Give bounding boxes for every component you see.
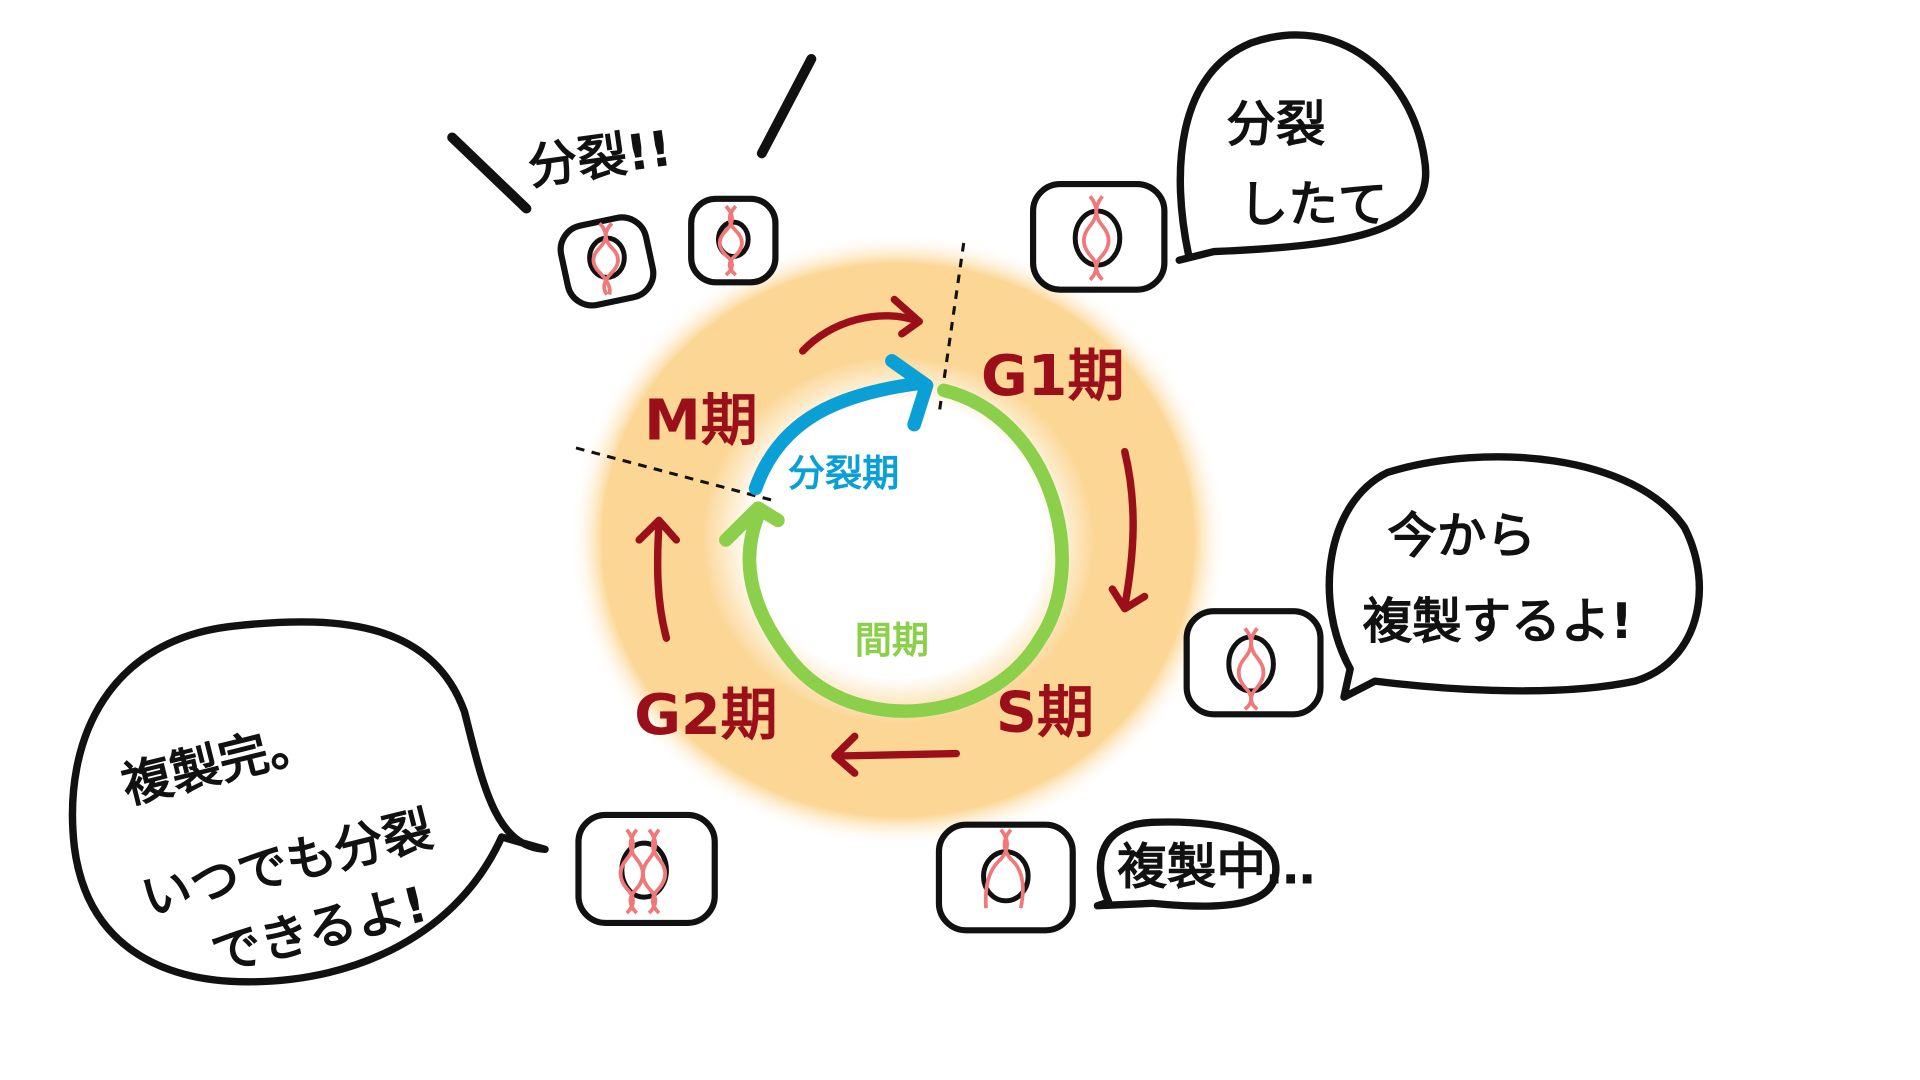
just-divided-line-1: 分裂 [1226, 95, 1325, 153]
inner-label-interphase: 間期 [855, 619, 929, 662]
phase-label-g1: G1期 [981, 343, 1124, 409]
cycle-arrow-icon [635, 295, 1149, 777]
phase-label-g2: G2期 [634, 682, 777, 748]
interphase-arrowhead-icon [719, 501, 785, 547]
phase-label-m: M期 [644, 388, 758, 454]
shout-line-left [447, 132, 532, 214]
shout-line-right [756, 54, 817, 159]
mitosis-arc [748, 376, 930, 496]
cell-icon [557, 181, 1324, 934]
m-boundary-line [575, 446, 775, 503]
phase-label-s: S期 [996, 680, 1094, 746]
division-shout-text: 分裂!! [524, 119, 675, 196]
just-divided-line-2: したて [1239, 175, 1388, 233]
mitosis-arrowhead-icon [885, 354, 934, 432]
interphase-arc [742, 383, 1069, 718]
start-replication-line-1: 今から [1387, 506, 1536, 564]
replicating-text: 複製中… [1117, 838, 1315, 896]
inner-label-mitosis: 分裂期 [788, 452, 899, 495]
start-replication-line-2: 複製するよ! [1363, 592, 1633, 650]
chromosome-icon [591, 195, 1266, 915]
speech-bubble-icon [68, 31, 1704, 986]
cycle-halo [569, 233, 1227, 847]
